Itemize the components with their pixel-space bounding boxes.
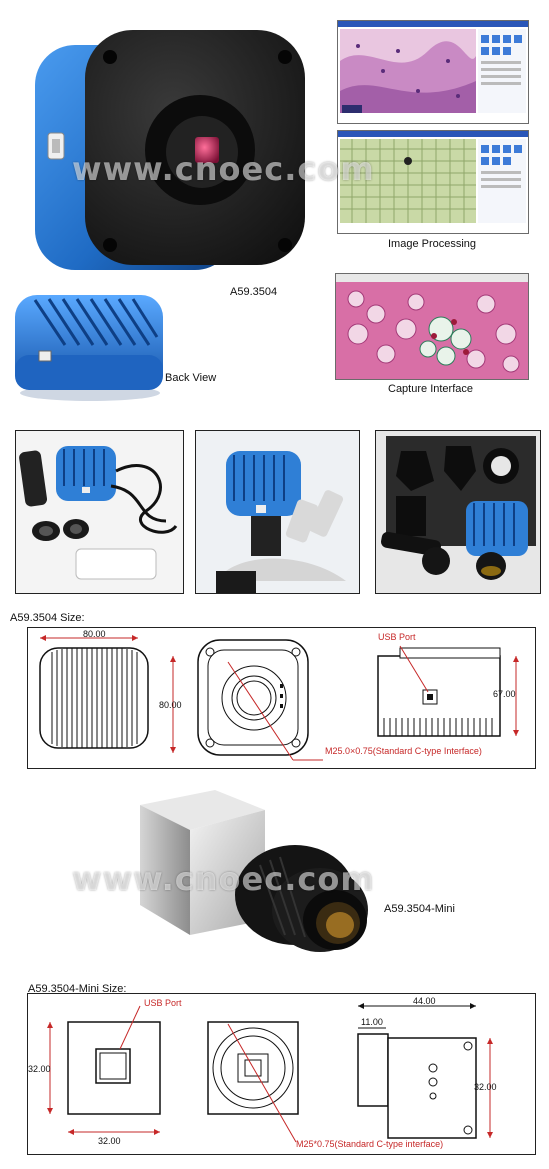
mini-model-label: A59.3504-Mini xyxy=(384,903,455,915)
side-view-drawing xyxy=(377,645,519,737)
mini-height-dim-left: 32.00 xyxy=(28,1064,51,1074)
width-dimension-label: 80.00 xyxy=(83,629,106,639)
carry-case-photo xyxy=(375,430,541,594)
accessories-photo xyxy=(15,430,184,594)
back-view-label: Back View xyxy=(165,372,217,384)
mini-size-diagram: USB Port 32.00 32.00 M25*0.75(Standard C… xyxy=(27,993,536,1155)
software-screenshot-grid xyxy=(337,130,529,234)
thread-spec-label: M25.0×0.75(Standard C-type Interface) xyxy=(325,746,482,756)
usb-port-label: USB Port xyxy=(378,632,416,642)
mini-size-title: A59.3504-Mini Size: xyxy=(28,983,127,995)
software-screenshot-histology xyxy=(337,20,529,124)
lens-mount-drawing xyxy=(197,639,323,761)
watermark-top: www.cnoec.com xyxy=(72,150,375,188)
mini-side-view-drawing xyxy=(357,1003,493,1139)
back-view-photo xyxy=(5,285,165,405)
mini-usb-port-label: USB Port xyxy=(144,998,182,1008)
mini-offset-dim: 11.00 xyxy=(361,1017,383,1027)
camera-on-microscope-photo xyxy=(195,430,360,594)
capture-interface-label: Capture Interface xyxy=(388,383,473,395)
depth-dimension-label: 67.00 xyxy=(493,689,516,699)
mini-width-dim: 32.00 xyxy=(98,1136,121,1146)
front-view-drawing xyxy=(39,635,176,753)
size-section-title: A59.3504 Size: xyxy=(10,612,85,624)
image-processing-label: Image Processing xyxy=(388,238,477,250)
mini-back-view-drawing xyxy=(47,1005,161,1135)
main-camera-photo xyxy=(30,25,310,275)
height-dimension-label: 80.00 xyxy=(159,700,182,710)
software-screenshot-capture xyxy=(335,273,529,380)
watermark-bottom: www.cnoec.com xyxy=(72,860,375,898)
mini-thread-spec-label: M25*0.75(Standard C-type interface) xyxy=(296,1139,443,1149)
mini-height-dim-right: 32.00 xyxy=(474,1082,497,1092)
size-diagram: 80.00 80.00 xyxy=(27,627,536,769)
mini-front-view-drawing xyxy=(207,1021,299,1143)
mini-depth-dim: 44.00 xyxy=(413,996,436,1006)
mini-camera-photo xyxy=(130,785,390,965)
main-camera-model-label: A59.3504 xyxy=(230,286,278,298)
